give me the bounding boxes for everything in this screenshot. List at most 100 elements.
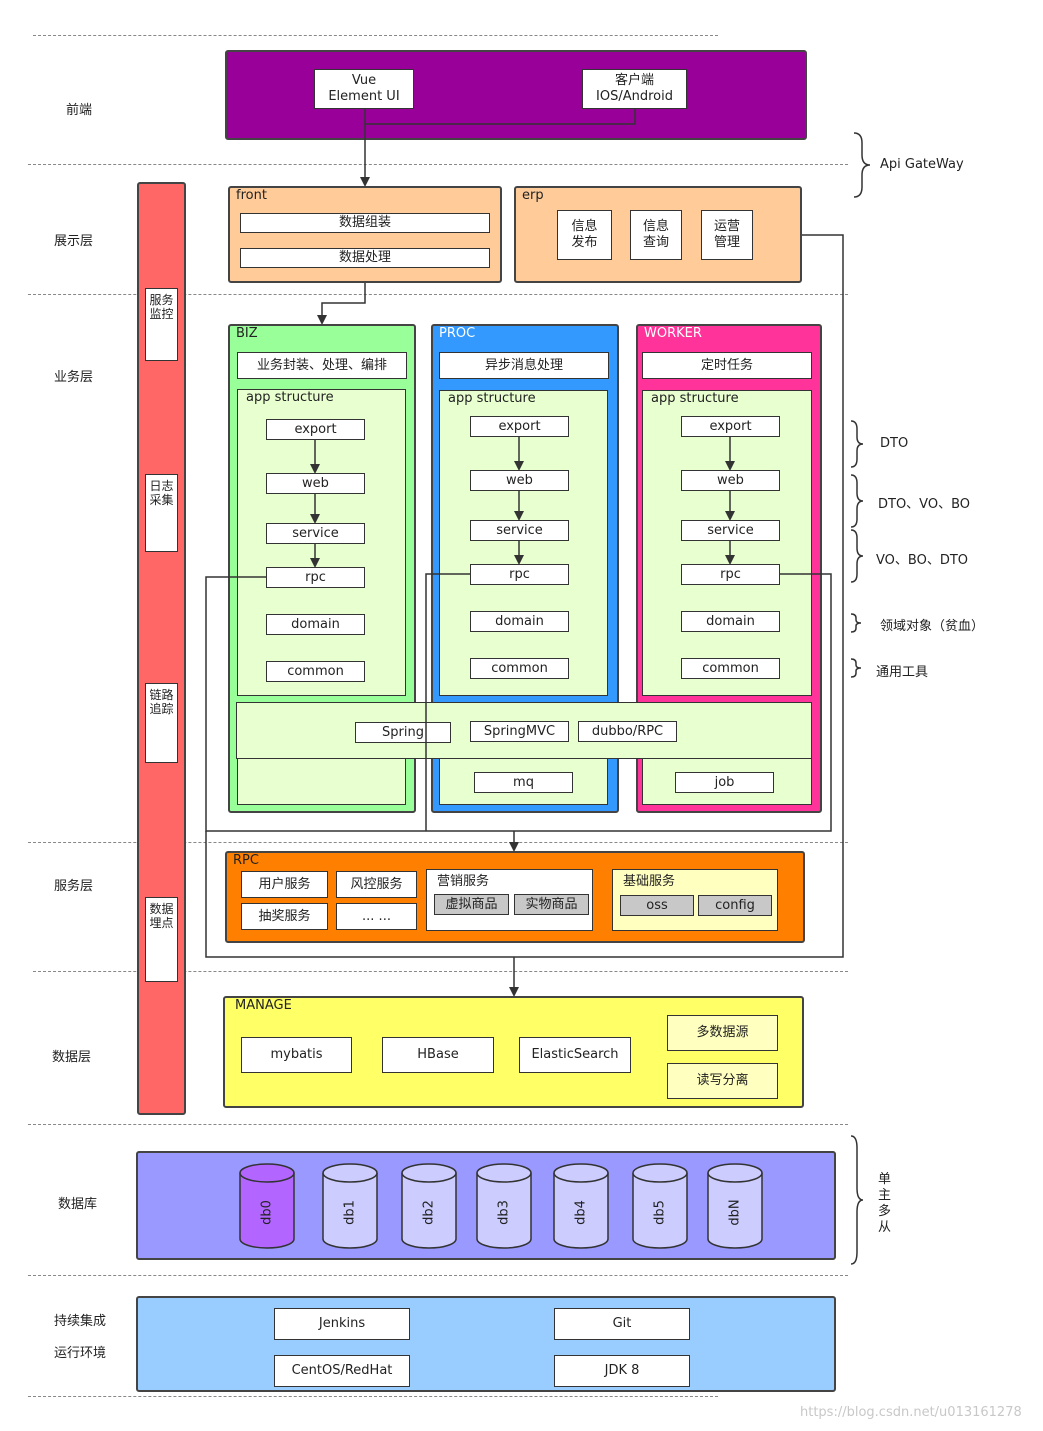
note-dto-vo-bo: DTO、VO、BO xyxy=(878,497,971,512)
note-common-tools: 通用工具 xyxy=(876,665,929,680)
front-item-data-assemble: 数据组装 xyxy=(240,213,490,233)
proc-app-structure-title: app structure xyxy=(448,391,536,406)
worker-common: common xyxy=(681,658,780,679)
rpc-lottery-service: 抽奖服务 xyxy=(241,903,328,930)
proc-mq: mq xyxy=(474,772,573,793)
biz-service: service xyxy=(266,523,365,544)
proc-domain: domain xyxy=(470,611,569,632)
biz-extra-area xyxy=(237,757,406,805)
worker-service: service xyxy=(681,520,780,541)
proc-common: common xyxy=(470,658,569,679)
layer-label-database: 数据库 xyxy=(58,1197,98,1212)
monitor-tracking: 数据埋点 xyxy=(145,897,178,982)
proc-web: web xyxy=(470,470,569,491)
basic-oss: oss xyxy=(620,895,694,916)
worker-job: job xyxy=(675,772,774,793)
database-db1: db1 xyxy=(322,1163,378,1249)
rpc-more-services: ... ... xyxy=(336,903,417,930)
note-domain-object: 领域对象（贫血） xyxy=(880,619,985,634)
framework-dubbo: dubbo/RPC xyxy=(578,721,677,742)
worker-app-structure-title: app structure xyxy=(651,391,739,406)
watermark: https://blog.csdn.net/u013161278 xyxy=(800,1405,1022,1420)
biz-export: export xyxy=(266,419,365,440)
database-label-db2: db2 xyxy=(421,1200,437,1225)
api-gateway-note: Api GateWay xyxy=(880,157,964,172)
monitor-trace: 链路追踪 xyxy=(145,683,178,763)
biz-common: common xyxy=(266,661,365,682)
ci-jdk8: JDK 8 xyxy=(554,1355,690,1387)
erp-item-query: 信息 查询 xyxy=(630,210,682,260)
layer-label-service: 服务层 xyxy=(54,879,94,894)
proc-service: service xyxy=(470,520,569,541)
database-db0: db0 xyxy=(239,1163,295,1249)
marketing-physical-goods: 实物商品 xyxy=(514,894,589,915)
database-label-db1: db1 xyxy=(342,1200,358,1225)
monitor-log-collect: 日志采集 xyxy=(145,474,178,552)
database-db2: db2 xyxy=(401,1163,457,1249)
note-single-master-multi-slave: 单主多从 xyxy=(878,1172,892,1235)
client-ios-android-box: 客户端 IOS/Android xyxy=(582,69,687,109)
note-vo-bo-dto: VO、BO、DTO xyxy=(876,553,969,568)
layer-label-business: 业务层 xyxy=(54,370,94,385)
biz-web: web xyxy=(266,473,365,494)
manage-read-write-split: 读写分离 xyxy=(667,1063,778,1099)
note-dto: DTO xyxy=(880,436,909,451)
basic-service-title: 基础服务 xyxy=(623,874,676,889)
worker-header: 定时任务 xyxy=(642,352,812,379)
database-label-db5: db5 xyxy=(652,1200,668,1225)
front-item-data-process: 数据处理 xyxy=(240,248,490,268)
biz-title: BIZ xyxy=(236,326,258,341)
vue-element-ui-box: Vue Element UI xyxy=(314,69,414,109)
biz-domain: domain xyxy=(266,614,365,635)
rpc-title: RPC xyxy=(233,853,259,868)
frontend-region xyxy=(225,50,807,140)
front-title: front xyxy=(236,188,267,203)
framework-springmvc: SpringMVC xyxy=(470,721,569,742)
front-region: front xyxy=(228,186,502,283)
rpc-user-service: 用户服务 xyxy=(241,871,328,898)
layer-label-ci: 持续集成 xyxy=(54,1314,107,1329)
proc-title: PROC xyxy=(439,326,476,341)
proc-export: export xyxy=(470,416,569,437)
ci-region xyxy=(136,1296,836,1392)
framework-spring: Spring xyxy=(355,722,451,743)
manage-hbase: HBase xyxy=(382,1037,494,1073)
biz-header: 业务封装、处理、编排 xyxy=(237,352,407,379)
basic-config: config xyxy=(698,895,772,916)
layer-label-data: 数据层 xyxy=(52,1050,92,1065)
ci-git: Git xyxy=(554,1308,690,1340)
manage-multi-datasource: 多数据源 xyxy=(667,1015,778,1051)
erp-item-publish: 信息 发布 xyxy=(557,210,612,260)
biz-rpc: rpc xyxy=(266,567,365,588)
rpc-risk-service: 风控服务 xyxy=(336,871,417,898)
database-db4: db4 xyxy=(553,1163,609,1249)
manage-elasticsearch: ElasticSearch xyxy=(519,1037,631,1073)
proc-header: 异步消息处理 xyxy=(439,352,609,379)
database-label-db4: db4 xyxy=(573,1200,589,1225)
layer-label-frontend: 前端 xyxy=(66,103,93,118)
monitor-service: 服务监控 xyxy=(145,288,178,361)
proc-rpc: rpc xyxy=(470,564,569,585)
database-label-db0: db0 xyxy=(259,1200,275,1225)
manage-title: MANAGE xyxy=(235,998,292,1013)
manage-mybatis: mybatis xyxy=(241,1037,352,1073)
worker-web: web xyxy=(681,470,780,491)
database-dbN: dbN xyxy=(707,1163,763,1249)
marketing-service-title: 营销服务 xyxy=(437,874,490,889)
erp-item-operation: 运营 管理 xyxy=(701,210,753,260)
layer-label-presentation: 展示层 xyxy=(54,234,94,249)
erp-title: erp xyxy=(522,188,544,203)
marketing-virtual-goods: 虚拟商品 xyxy=(434,894,509,915)
database-db5: db5 xyxy=(632,1163,688,1249)
worker-export: export xyxy=(681,416,780,437)
database-label-dbN: dbN xyxy=(727,1199,743,1226)
worker-rpc: rpc xyxy=(681,564,780,585)
ci-jenkins: Jenkins xyxy=(274,1308,410,1340)
biz-app-structure-title: app structure xyxy=(246,390,334,405)
ci-centos: CentOS/RedHat xyxy=(274,1355,410,1387)
worker-title: WORKER xyxy=(644,326,702,341)
database-label-db3: db3 xyxy=(496,1200,512,1225)
worker-domain: domain xyxy=(681,611,780,632)
database-db3: db3 xyxy=(476,1163,532,1249)
layer-label-runtime: 运行环境 xyxy=(54,1346,107,1361)
